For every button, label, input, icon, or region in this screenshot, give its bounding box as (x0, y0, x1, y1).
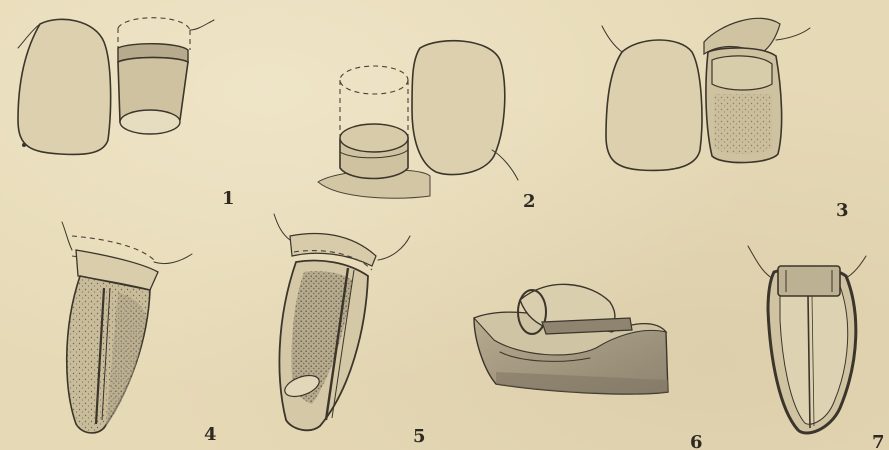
label-6: 6 (690, 432, 703, 450)
figure-5: 5 (274, 214, 426, 447)
figure-7: 7 (748, 246, 885, 450)
label-5: 5 (413, 426, 426, 447)
figure-3: 3 (602, 18, 849, 221)
figure-4: 4 (62, 222, 217, 445)
figure-2: 2 (318, 41, 536, 212)
figure-6: 6 (474, 284, 703, 450)
label-4: 4 (204, 424, 217, 445)
figure-1: 1 (18, 18, 235, 209)
label-1: 1 (222, 188, 235, 209)
label-2: 2 (523, 191, 536, 212)
label-7: 7 (872, 432, 885, 450)
label-3: 3 (836, 200, 849, 221)
